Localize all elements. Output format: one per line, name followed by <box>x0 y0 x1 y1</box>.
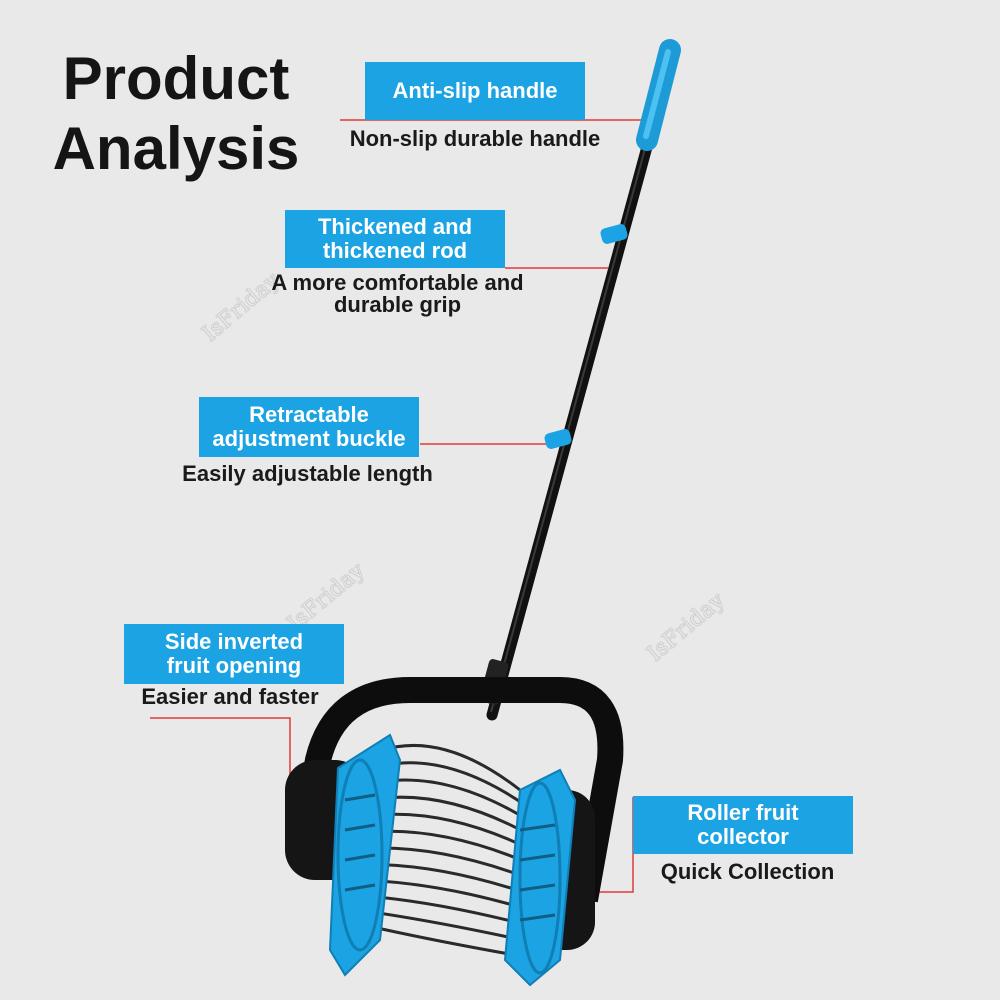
buckle-upper <box>600 224 628 244</box>
callout-label-anti-slip-handle: Anti-slip handle <box>365 62 585 120</box>
callout-description-roller-collector: Quick Collection <box>640 861 855 883</box>
anti-slip-handle <box>636 39 681 151</box>
u-frame <box>287 677 624 903</box>
callout-label-thickened-rod: Thickened and thickened rod <box>285 210 505 268</box>
callout-description-thickened-rod: A more comfortable and durable grip <box>250 272 545 316</box>
callout-description-adjustment-buckle: Easily adjustable length <box>165 463 450 485</box>
page-title-line2: Analysis <box>52 115 300 182</box>
callout-label-line2: thickened rod <box>322 238 468 263</box>
callout-label-line2: adjustment buckle <box>212 426 406 451</box>
page-title: Product Analysis <box>46 44 306 184</box>
rod <box>486 64 674 721</box>
callout-description-anti-slip-handle: Non-slip durable handle <box>330 128 620 150</box>
callout-description-line1: A more comfortable and <box>271 270 524 295</box>
callout-label-line1: Retractable <box>249 402 369 427</box>
callout-label-line1: Thickened and <box>317 214 473 239</box>
callout-description-line1: Quick Collection <box>660 859 835 884</box>
callout-label-adjustment-buckle: Retractable adjustment buckle <box>199 397 419 457</box>
callout-description-line2: durable grip <box>333 292 462 317</box>
callout-label-line1: Anti-slip handle <box>392 78 558 103</box>
page-title-line1: Product <box>62 45 290 112</box>
callout-description-fruit-opening: Easier and faster <box>120 686 340 708</box>
roller-collector <box>285 733 595 987</box>
callout-label-fruit-opening: Side inverted fruit opening <box>124 624 344 684</box>
callout-description-line1: Non-slip durable handle <box>349 126 601 151</box>
callout-label-line2: collector <box>697 824 789 849</box>
buckle-lower <box>544 429 572 449</box>
callout-label-line2: fruit opening <box>166 653 302 678</box>
callout-label-line1: Roller fruit <box>687 800 799 825</box>
callout-label-line1: Side inverted <box>164 629 304 654</box>
callout-description-line1: Easily adjustable length <box>182 461 433 486</box>
callout-description-line1: Easier and faster <box>141 684 319 709</box>
callout-label-roller-collector: Roller fruit collector <box>633 796 853 854</box>
